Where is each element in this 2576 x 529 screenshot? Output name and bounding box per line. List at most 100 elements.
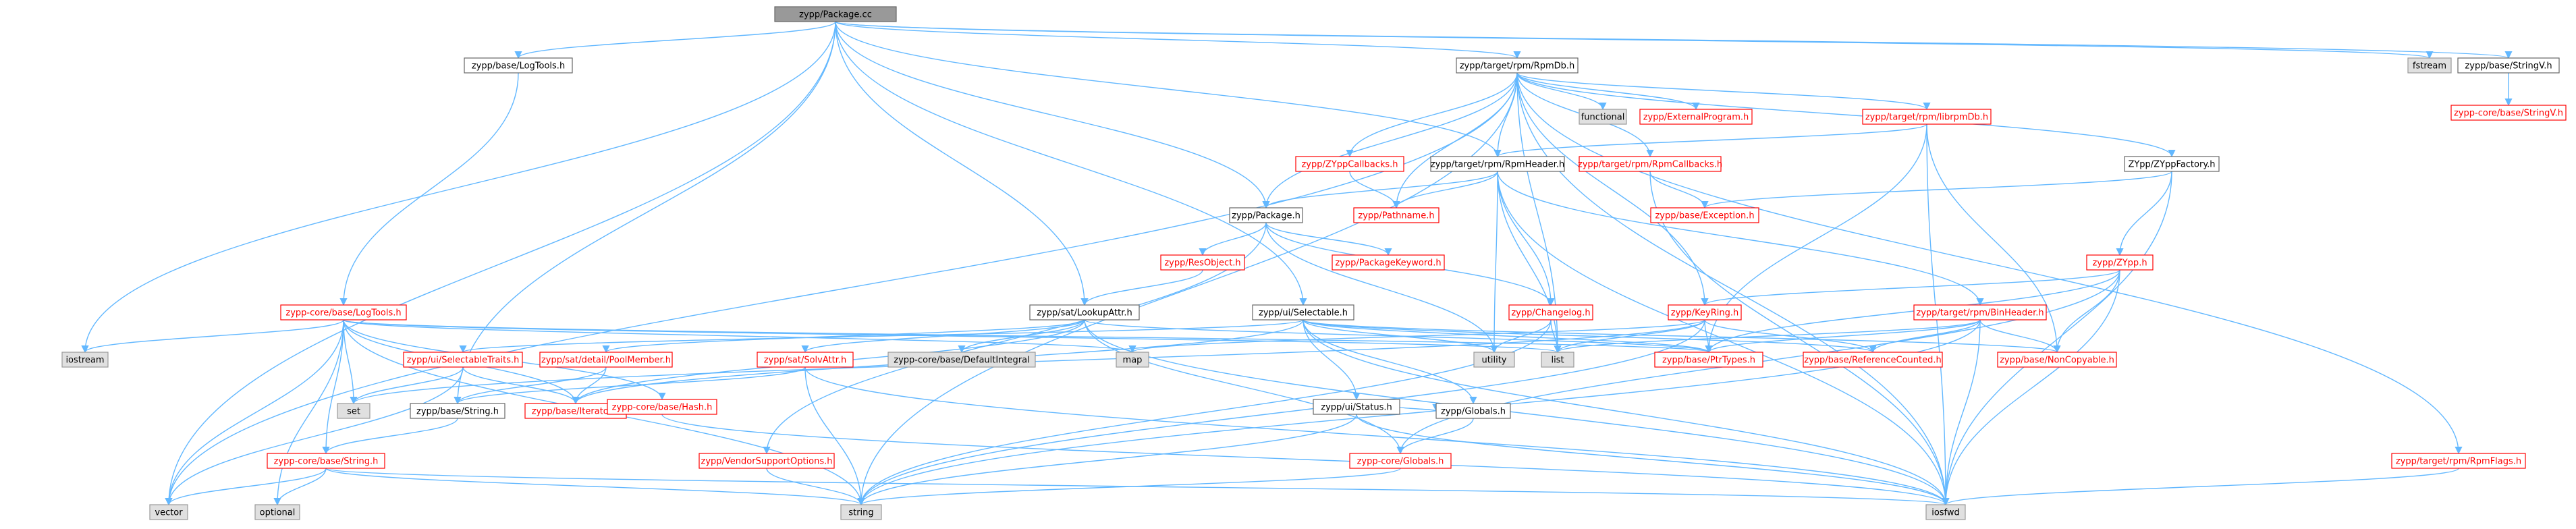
node-rpmcallbacks[interactable]: zypp/target/rpm/RpmCallbacks.h <box>1578 156 1722 172</box>
node-corestring[interactable]: zypp-core/base/String.h <box>267 453 385 469</box>
node-pkgkeyword[interactable]: zypp/PackageKeyword.h <box>1332 254 1445 271</box>
node-zyppfactory[interactable]: ZYpp/ZYppFactory.h <box>2124 156 2220 172</box>
edge-n_corelogtools-to-n_iostream <box>81 319 344 354</box>
node-binheader[interactable]: zypp/target/rpm/BinHeader.h <box>1913 304 2047 321</box>
node-string: string <box>840 504 882 520</box>
node-label: fstream <box>2413 61 2446 72</box>
node-box <box>2457 57 2560 74</box>
node-label: zypp/base/ReferenceCounted.h <box>1804 356 1941 366</box>
edge-n_corestring-to-n_optional <box>273 468 327 506</box>
node-hash[interactable]: zypp-core/base/Hash.h <box>607 399 717 415</box>
edge-n_rpmdb-to-n_zyppcallbacks <box>1346 72 1518 158</box>
node-label: zypp/Package.cc <box>799 10 872 20</box>
edge-n_rpmdb-to-n_string <box>857 72 1518 506</box>
edge-n_rpmdb-to-n_iosfwd <box>1516 72 1950 506</box>
node-label: zypp-core/base/LogTools.h <box>285 308 401 318</box>
node-box <box>1925 504 1966 520</box>
edge-n_rpmcallbacks-to-n_iosfwd <box>1649 171 1950 506</box>
node-label: zypp/ExternalProgram.h <box>1643 113 1749 123</box>
edge-n_corelogtools-to-n_vector <box>165 319 344 506</box>
edge-n_pkgcc-to-n_iostream <box>81 21 836 354</box>
edge-n_pkgcc-to-n_rpmheader <box>835 21 1502 158</box>
edge-n_lookupattr-to-n_poolmember <box>602 319 1085 354</box>
node-label: zypp/base/StringV.h <box>2465 61 2552 72</box>
node-ptrtypes[interactable]: zypp/base/PtrTypes.h <box>1654 352 1763 368</box>
node-box <box>149 504 188 520</box>
node-status[interactable]: zypp/ui/Status.h <box>1313 399 1400 415</box>
node-basestring[interactable]: zypp/base/String.h <box>410 403 505 419</box>
node-rpmflags[interactable]: zypp/target/rpm/RpmFlags.h <box>2391 453 2526 469</box>
node-globals[interactable]: zypp/Globals.h <box>1435 403 1511 419</box>
node-vendoropts[interactable]: zypp/VendorSupportOptions.h <box>698 453 835 469</box>
node-changelog[interactable]: zypp/Changelog.h <box>1508 304 1593 321</box>
node-box <box>267 453 385 469</box>
edge-n_selectable-to-n_status <box>1303 319 1361 401</box>
node-box <box>2391 453 2526 469</box>
node-lookupattr[interactable]: zypp/sat/LookupAttr.h <box>1029 304 1140 321</box>
node-iosfwd: iosfwd <box>1925 504 1966 520</box>
node-extprog[interactable]: zypp/ExternalProgram.h <box>1639 109 1753 125</box>
edge-n_pkgcc-to-n_packageh <box>835 21 1270 209</box>
node-label: zypp/base/PtrTypes.h <box>1662 356 1755 366</box>
edge-n_selectable-to-n_utility <box>1303 319 1498 354</box>
node-librpmdb[interactable]: zypp/target/rpm/librpmDb.h <box>1862 109 1992 125</box>
node-pkgcc[interactable]: zypp/Package.cc <box>774 6 897 22</box>
node-corestringv[interactable]: zypp-core/base/StringV.h <box>2450 105 2567 121</box>
edge-n_keyring-to-n_ptrtypes <box>1704 319 1713 354</box>
node-exception[interactable]: zypp/base/Exception.h <box>1650 207 1759 223</box>
edge-n_rpmdb-to-n_rpmflags <box>1516 72 2463 455</box>
node-box <box>1229 207 1303 223</box>
edge-n_packageh-to-n_pkgkeyword <box>1265 222 1392 256</box>
node-selectable[interactable]: zypp/ui/Selectable.h <box>1252 304 1354 321</box>
node-label: zypp/target/rpm/BinHeader.h <box>1916 308 2044 318</box>
node-box <box>1508 304 1593 321</box>
edge-n_binheader-to-n_list <box>1554 319 1981 354</box>
edge-n_rpmheader-to-n_packageh <box>1262 171 1498 209</box>
node-label: zypp/target/rpm/RpmCallbacks.h <box>1578 160 1722 170</box>
node-selectabletraits[interactable]: zypp/ui/SelectableTraits.h <box>403 352 523 368</box>
node-box <box>2124 156 2220 172</box>
node-noncopyable[interactable]: zypp/base/NonCopyable.h <box>1997 352 2117 368</box>
node-optional: optional <box>254 504 300 520</box>
node-iterator[interactable]: zypp/base/Iterator.h <box>524 403 627 419</box>
edge-n_poolmember-to-n_basestring <box>454 366 607 405</box>
edge-n_zypp-to-n_noncopyable <box>2053 269 2120 354</box>
node-label: list <box>1551 356 1564 366</box>
node-packageh[interactable]: zypp/Package.h <box>1229 207 1303 223</box>
node-solvattr[interactable]: zypp/sat/SolvAttr.h <box>757 352 854 368</box>
node-label: zypp/sat/detail/PoolMember.h <box>541 356 671 366</box>
node-pathname[interactable]: zypp/Pathname.h <box>1353 207 1440 223</box>
edge-n_pkgcc-to-n_basestring <box>454 21 836 405</box>
node-corelogtools[interactable]: zypp-core/base/LogTools.h <box>280 304 407 321</box>
node-rpmdb[interactable]: zypp/target/rpm/RpmDb.h <box>1456 57 1579 74</box>
node-label: zypp/ui/Selectable.h <box>1259 308 1348 318</box>
node-set: set <box>337 403 371 419</box>
node-label: utility <box>1482 356 1507 366</box>
node-resobject[interactable]: zypp/ResObject.h <box>1160 254 1245 271</box>
node-label: set <box>347 407 360 417</box>
node-box <box>1332 254 1445 271</box>
edge-n_selectable-to-n_selectabletraits <box>459 319 1304 354</box>
node-box <box>607 399 717 415</box>
node-label: zypp/base/Exception.h <box>1655 211 1754 221</box>
node-stringv[interactable]: zypp/base/StringV.h <box>2457 57 2560 74</box>
edge-n_keyring-to-n_map <box>1128 319 1705 354</box>
node-refcounted[interactable]: zypp/base/ReferenceCounted.h <box>1803 352 1943 368</box>
node-label: zypp/PackageKeyword.h <box>1335 258 1441 269</box>
node-logtools[interactable]: zypp/base/LogTools.h <box>464 57 573 74</box>
edge-n_solvattr-to-n_iosfwd <box>804 366 1950 506</box>
node-rpmheader[interactable]: zypp/target/rpm/RpmHeader.h <box>1430 156 1565 172</box>
node-poolmember[interactable]: zypp/sat/detail/PoolMember.h <box>539 352 673 368</box>
node-box <box>2450 105 2567 121</box>
edge-n_corestring-to-n_string <box>325 468 865 506</box>
node-coreglobals[interactable]: zypp-core/Globals.h <box>1349 453 1452 469</box>
node-zypp[interactable]: zypp/ZYpp.h <box>2086 254 2154 271</box>
node-label: zypp/Pathname.h <box>1358 211 1434 221</box>
edge-n_selectable-to-n_iosfwd <box>1303 319 1950 506</box>
edge-n_corelogtools-to-n_map <box>343 319 1136 354</box>
node-vector: vector <box>149 504 188 520</box>
node-zyppcallbacks[interactable]: zypp/ZYppCallbacks.h <box>1295 156 1404 172</box>
node-box <box>1803 352 1943 368</box>
node-keyring[interactable]: zypp/KeyRing.h <box>1668 304 1742 321</box>
